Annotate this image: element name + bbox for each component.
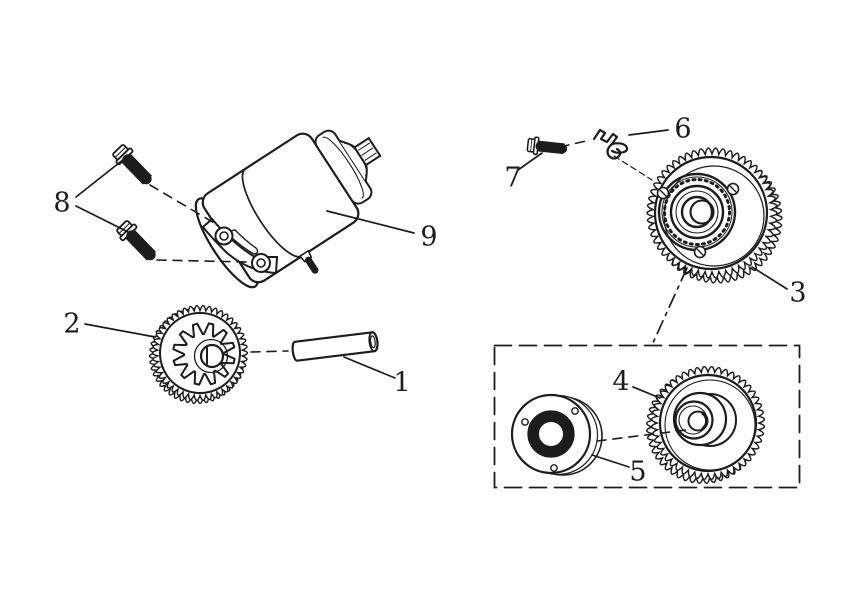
part-number-3: 3 [789, 278, 806, 309]
idler-hub-ring [193, 338, 229, 374]
screw-slot [696, 248, 704, 256]
terminal-thread-hatching [304, 256, 319, 274]
flange-hole [521, 418, 529, 426]
part-number-2: 2 [63, 309, 80, 340]
part-number-5: 5 [629, 457, 646, 488]
leader-1 [343, 356, 396, 379]
dashdot-gear3-to-box [651, 267, 688, 346]
callout-labels: 1 2 3 4 5 6 7 8 9 [53, 114, 806, 488]
part-7-clamp-bolt [527, 136, 564, 157]
pin-end-face [368, 331, 379, 353]
part-number-4: 4 [612, 367, 629, 398]
part-2-idler-gear [148, 304, 249, 405]
dash-bolt7-to-clamp [559, 140, 587, 148]
part-number-7: 7 [504, 163, 521, 194]
sprag-cage-outer [527, 410, 575, 458]
screw-slot [729, 185, 737, 193]
sprag-bore [537, 420, 565, 448]
motor-cap-depth-arc [322, 136, 364, 199]
bearing-ball-ring [663, 178, 731, 246]
leader-8-to-bolt-b [75, 205, 129, 233]
clamp-hook [606, 142, 622, 160]
sprag-knurl-ring [529, 412, 573, 456]
gear-bore-crescent [701, 411, 709, 431]
clutch-screws [656, 182, 740, 259]
leader-3 [751, 266, 788, 290]
part-9-starter-motor [194, 129, 382, 289]
mount-lug-upper-hole [219, 231, 229, 241]
solid-leaders [75, 129, 788, 468]
leader-5 [591, 454, 630, 468]
dash-bolt-a-to-lug [149, 184, 217, 225]
part-number-1: 1 [393, 368, 410, 399]
flange-hole [571, 407, 579, 415]
leader-4 [632, 386, 661, 399]
leader-9 [326, 210, 415, 234]
bearing-inner-race [669, 184, 725, 240]
leader-lines [75, 129, 788, 468]
hub-step-ring [675, 190, 719, 234]
part-number-8: 8 [53, 188, 70, 219]
clutch-gear-inner-arc [664, 379, 756, 471]
part-1-pin [291, 331, 379, 362]
part-3-starter-clutch-assembly [646, 147, 783, 284]
part-number-6: 6 [674, 114, 691, 145]
leader-7 [517, 152, 543, 171]
shaft-spline-lines [358, 142, 377, 161]
mount-bolt-b [114, 218, 158, 262]
part-number-9: 9 [420, 222, 437, 253]
dash-clamp-to-gear3 [613, 155, 653, 181]
flange-hole [550, 464, 558, 472]
leader-8-to-bolt-a [75, 158, 125, 198]
clamp-fork [592, 128, 629, 154]
bore-crescent-circle [689, 199, 715, 225]
spline-line [361, 147, 374, 156]
assembly-detail-box [493, 344, 801, 489]
spline-line [358, 142, 371, 151]
idler-bore [199, 343, 225, 369]
part-5-one-way-clutch [510, 393, 603, 476]
screw-slot [659, 189, 667, 197]
motor-body-seam [241, 167, 304, 258]
pin-body [291, 331, 379, 362]
mount-lug-upper [214, 226, 234, 246]
dash-gear2-to-pin [250, 350, 289, 353]
part-6-cable-clamp [592, 128, 629, 160]
part-4-clutch-gear [645, 365, 766, 485]
part-8-mount-bolts [110, 142, 158, 262]
dashed-connectors [149, 140, 687, 442]
pin-end-bore [370, 335, 376, 349]
mount-lug-lower [251, 253, 271, 273]
mount-lug-lower-hole [256, 258, 266, 268]
starter-motor-body-group [194, 129, 382, 289]
leader-2 [84, 323, 156, 338]
motor-terminal-stud [298, 249, 319, 274]
leader-6 [628, 129, 669, 136]
clutch-bore [680, 195, 714, 229]
spline-line [364, 152, 377, 161]
